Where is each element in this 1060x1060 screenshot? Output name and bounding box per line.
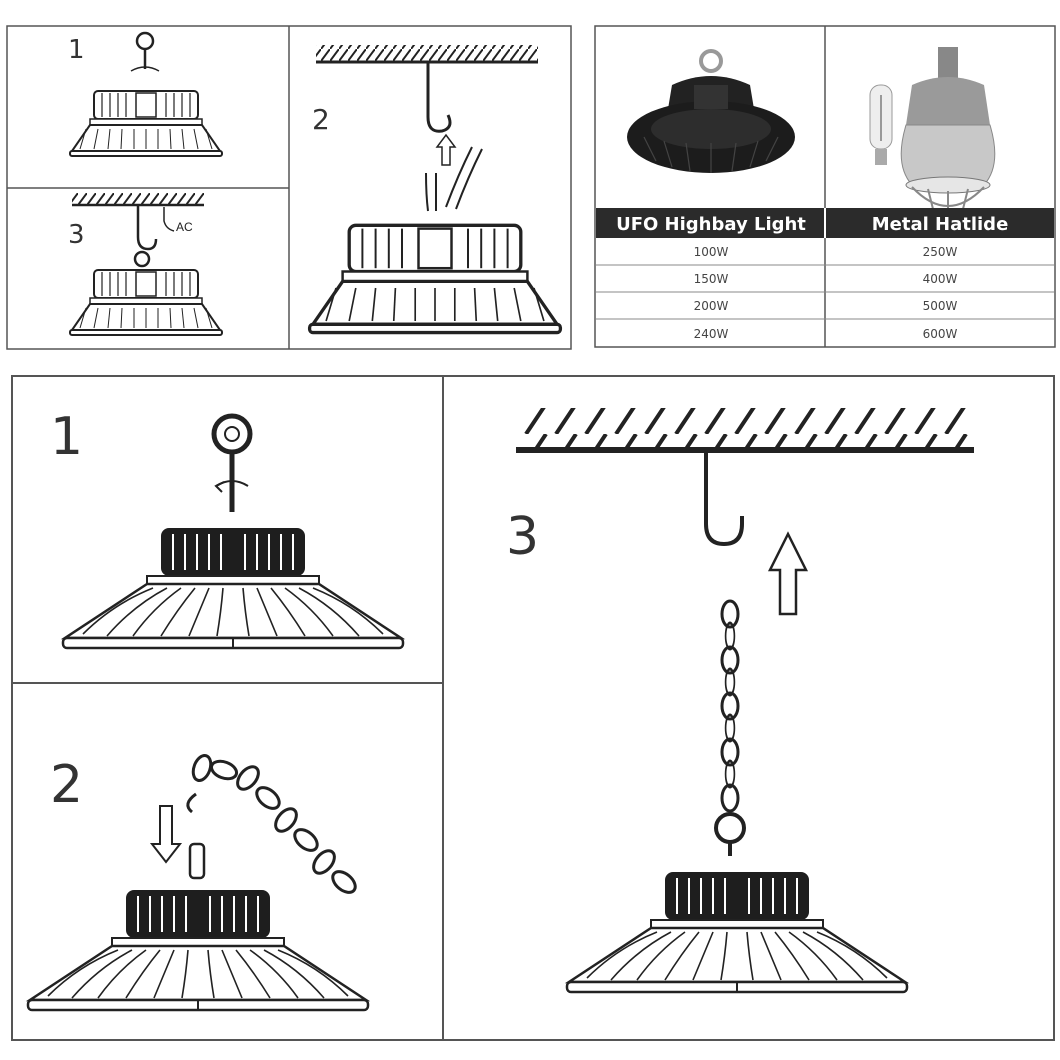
large-step-3-number: 3	[506, 507, 539, 567]
small-step-3-number: 3	[68, 220, 85, 250]
up-arrow-icon	[435, 133, 457, 166]
table-cell: 100W	[694, 245, 729, 259]
table-cell: 500W	[923, 299, 958, 313]
hook-icon	[704, 452, 744, 547]
eye-bolt-icon	[211, 413, 253, 512]
metal-halide-lamp-icon	[869, 47, 996, 219]
ceiling-icon	[518, 408, 974, 448]
table-cell: 250W	[923, 245, 958, 259]
small-install-svg: 1 3 AC 2	[6, 25, 572, 350]
table-cell: 400W	[923, 272, 958, 286]
ceiling-icon	[72, 193, 204, 205]
small-install-diagram: 1 3 AC 2	[6, 25, 572, 350]
chain-icon	[186, 751, 361, 898]
table-cell: 150W	[694, 272, 729, 286]
chain-icon	[714, 599, 746, 856]
comparison-table-svg: UFO Highbay Light Metal Hatlide 100W 250…	[594, 25, 1056, 348]
ufo-highbay-lamp-icon	[627, 49, 795, 173]
hook-icon	[426, 62, 452, 133]
table-cell: 200W	[694, 299, 729, 313]
table-header-metal: Metal Hatlide	[872, 214, 1009, 235]
large-step-1-number: 1	[50, 407, 83, 467]
table-cell: 240W	[694, 327, 729, 341]
table-header-ufo: UFO Highbay Light	[616, 214, 806, 235]
up-arrow-icon	[767, 531, 809, 616]
large-install-diagram: 1 2	[10, 374, 1056, 1042]
ac-cable-label: AC	[176, 220, 193, 234]
hook-icon	[133, 205, 158, 268]
down-arrow-icon	[149, 805, 183, 864]
large-step-2-number: 2	[50, 755, 83, 815]
comparison-table: UFO Highbay Light Metal Hatlide 100W 250…	[594, 25, 1056, 348]
table-cell: 600W	[923, 327, 958, 341]
ceiling-icon	[316, 45, 538, 61]
eye-bolt-icon	[130, 31, 160, 72]
large-install-svg: 1 2	[11, 375, 1055, 1041]
small-step-2-number: 2	[312, 103, 330, 136]
small-step-1-number: 1	[68, 35, 85, 65]
eye-bolt-icon	[188, 842, 206, 880]
